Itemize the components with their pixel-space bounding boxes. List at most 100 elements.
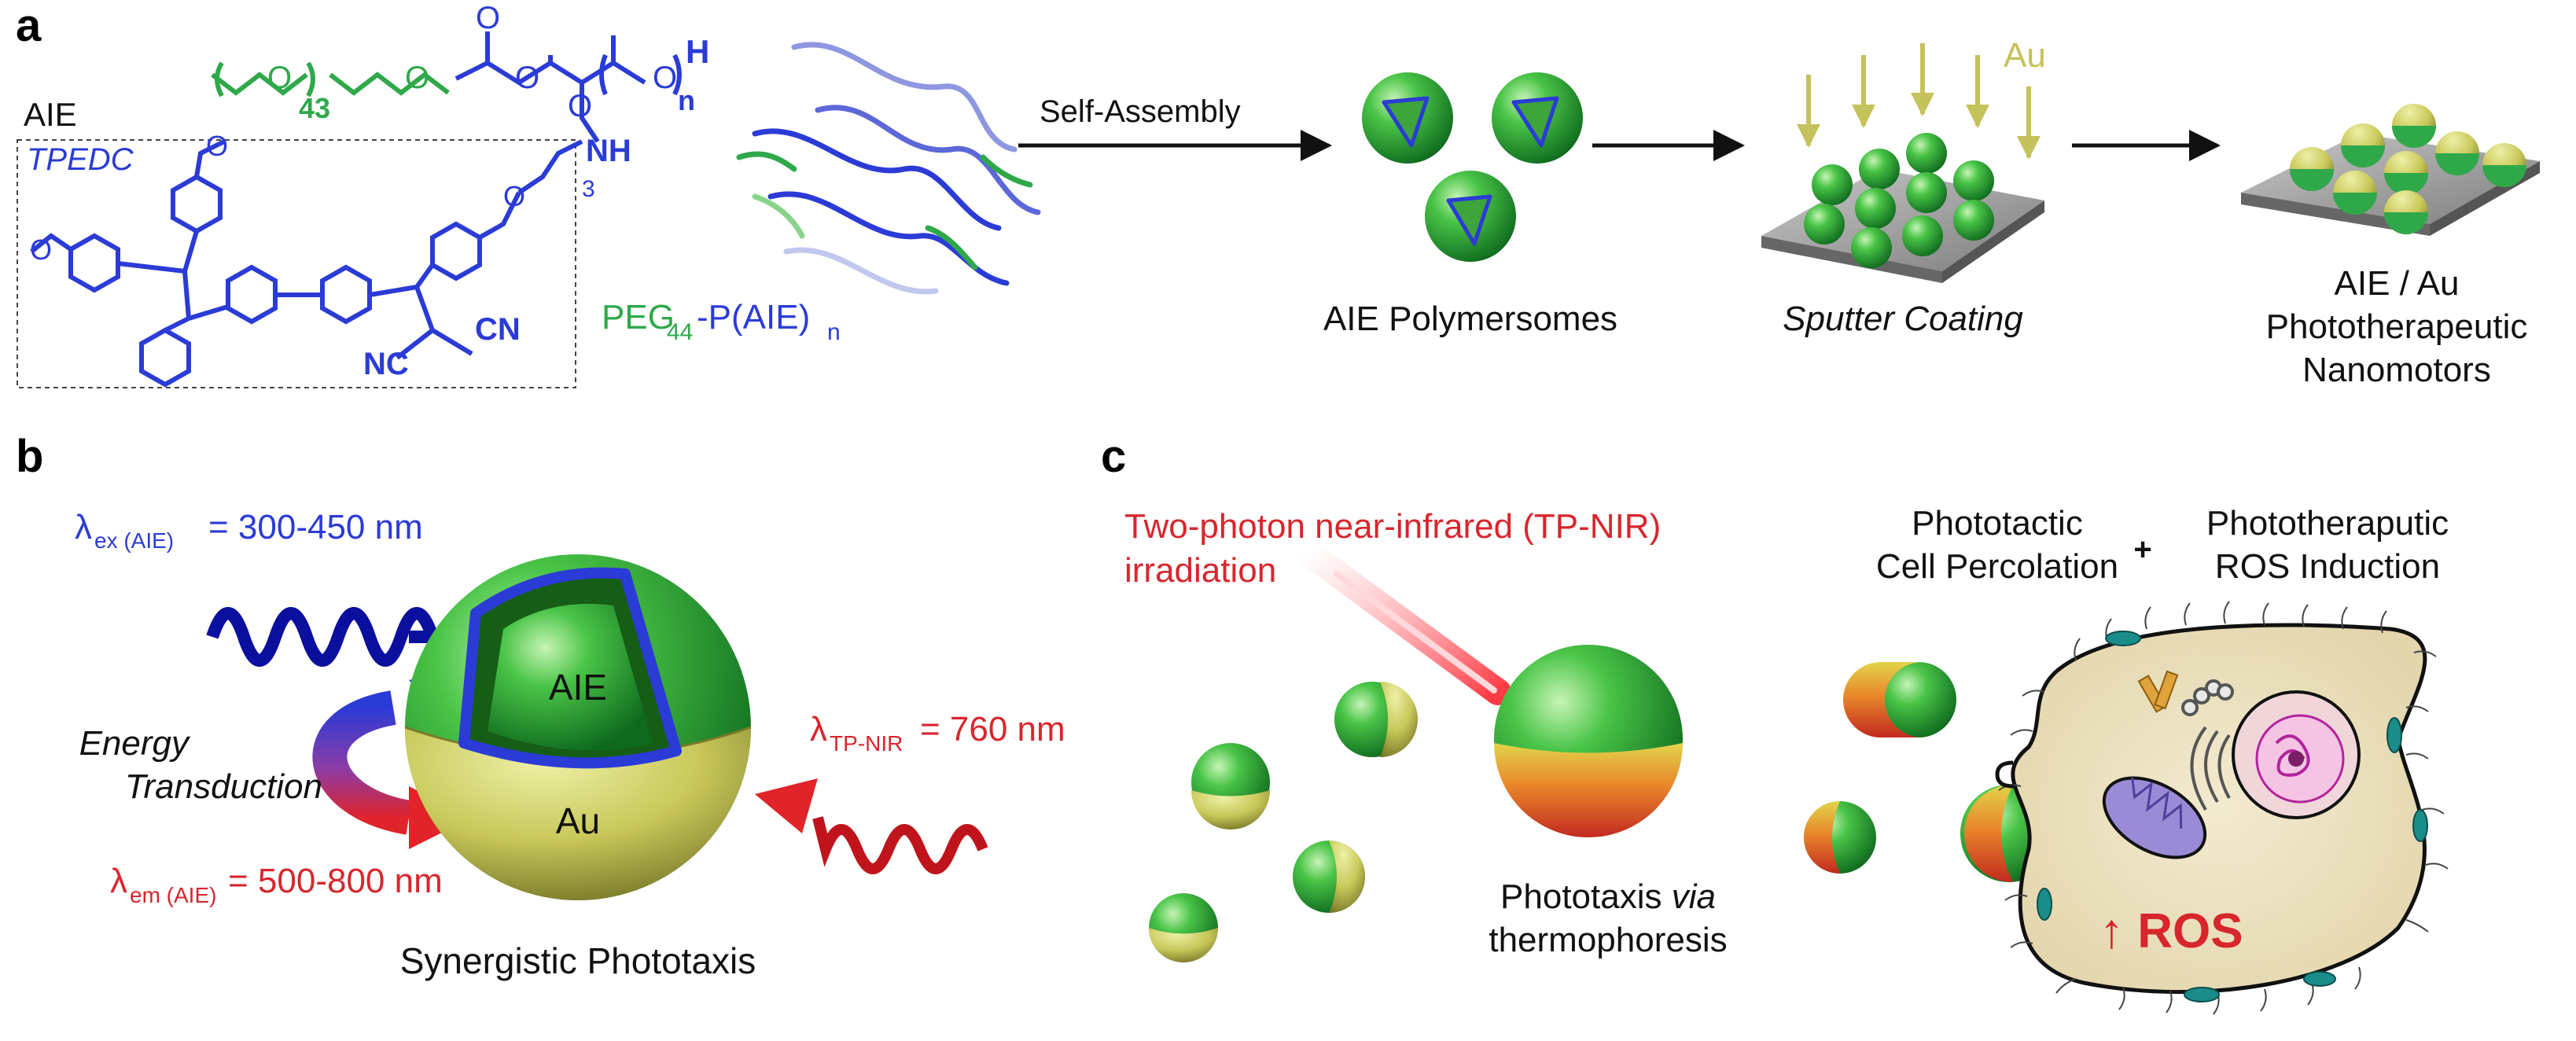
aie-core-inner (488, 604, 653, 751)
tpedc-label: TPEDC (27, 142, 134, 177)
amide-nh: NH (586, 134, 631, 168)
centriole (2137, 670, 2179, 713)
tp-nir-wavelength-label: λ TP-NIR = 760 nm (810, 710, 1065, 756)
irradiated-nanomotor (1494, 645, 1683, 837)
aie-monomer-box (17, 139, 576, 388)
panel-b-letter: b (16, 431, 43, 482)
energy-line-2: Transduction (125, 767, 322, 806)
laser-label-line-2: irradiation (1124, 551, 1276, 590)
sputter-spheres (1804, 133, 1994, 268)
tp-nir-wave (812, 816, 988, 874)
blue-repeat-n: n (678, 84, 695, 116)
svg-text:λ: λ (75, 508, 92, 546)
svg-text:λ: λ (810, 710, 827, 749)
aie-label: AIE (24, 96, 77, 133)
energy-transduction-arrow (312, 690, 413, 835)
au-arrows (1797, 43, 2041, 160)
energy-line-1: Energy (79, 724, 191, 763)
cyano-nc: NC (363, 347, 409, 381)
svg-text:ex (AIE): ex (AIE) (94, 528, 174, 553)
golgi-apparatus (2181, 679, 2234, 811)
au-label: Au (2004, 36, 2046, 75)
methoxy-o-left: O (30, 234, 52, 266)
janus-nanomotor (404, 554, 752, 900)
nanomotor-plate (2241, 104, 2540, 236)
amide-oxygen: O (568, 89, 592, 123)
tpedc-structure (30, 139, 583, 388)
peg-backbone (211, 61, 450, 97)
svg-text:= 300-450 nm: = 300-450 nm (208, 508, 423, 546)
percolation-line-1: Phototactic (1912, 504, 2083, 543)
svg-text:= 500-800 nm: = 500-800 nm (228, 862, 443, 900)
chain-oxygen: O (653, 61, 677, 95)
excitation-wave (206, 607, 442, 667)
target-cell (1995, 601, 2449, 1015)
ester-oxygen-2: O (515, 61, 539, 95)
panel-a: a O O 43 O O O H n O NH AIE TPED (16, 0, 2540, 389)
ros-label: ↑ ROS (2099, 904, 2243, 958)
nucleus (2232, 690, 2361, 819)
ex-wavelength-label: λ ex (AIE) = 300-450 nm (75, 508, 423, 553)
core-aie-label: AIE (549, 667, 607, 708)
polymersome-2-core (1511, 96, 1559, 148)
polymersome-1-core (1382, 96, 1430, 148)
plus-sign: + (2133, 532, 2151, 567)
ring-methoxy-top (171, 174, 223, 234)
nanomotors-line-2: Phototherapeutic (2266, 307, 2528, 346)
small-nanomotors (1149, 682, 1418, 962)
peg-polymer-label: PEG 44 -P(AIE) n (602, 298, 841, 345)
core-au-label: Au (556, 800, 600, 841)
peg-repeat-count: 43 (299, 92, 330, 124)
panel-b: b λ ex (AIE) = 300-450 nm Energy Transdu… (16, 431, 1065, 981)
mitochondrion (2102, 776, 2207, 859)
alkyl-repeat-3: 3 (582, 176, 595, 202)
chain-end-h: H (686, 33, 709, 70)
therapeutic-line-2: ROS Induction (2215, 547, 2440, 586)
nanomotors-line-1: AIE / Au (2335, 264, 2460, 303)
paie-subscript: n (827, 319, 841, 345)
nanomotors-line-3: Nanomotors (2302, 351, 2491, 389)
ring-phenyl-bottom (139, 327, 191, 388)
methoxy-o-top: O (206, 130, 228, 162)
phototaxis-line-1: Phototaxis via (1500, 877, 1716, 916)
svg-text:em (AIE): em (AIE) (130, 883, 216, 907)
panel-a-letter: a (16, 0, 42, 51)
methacrylate-backbone (454, 31, 682, 143)
ring-methoxy-left (68, 233, 120, 293)
nanomotor-spheres (2290, 104, 2526, 234)
peg-text: PEG (602, 298, 675, 337)
polymersomes (1362, 72, 1583, 262)
therapeutic-line-1: Phototheraputic (2206, 504, 2449, 543)
laser-label-line-1: Two-photon near-infrared (TP-NIR) (1124, 507, 1661, 546)
sputter-coating (1761, 43, 2044, 283)
cyano-cn: CN (475, 312, 521, 347)
polymersomes-label: AIE Polymersomes (1323, 300, 1617, 338)
panel-c-letter: c (1101, 431, 1126, 482)
nanomotor-gold-hemisphere (405, 727, 751, 900)
tp-nir-arrowhead (755, 778, 818, 833)
svg-text:λ: λ (110, 862, 127, 900)
svg-text:= 760 nm: = 760 nm (920, 710, 1065, 749)
membrane-proteins (2037, 631, 2428, 1002)
ether-o: O (503, 180, 525, 212)
ring-biphenyl-1 (226, 264, 278, 325)
ring-biphenyl-2 (320, 264, 372, 325)
polymer-chains (736, 42, 1041, 295)
percolation-line-2: Cell Percolation (1876, 547, 2118, 586)
paie-text: -P(AIE) (697, 298, 810, 337)
nanomotors-label: AIE / Au Phototherapeutic Nanomotors (2266, 264, 2528, 389)
peg-oxygen-2: O (405, 61, 429, 95)
peg-subscript: 44 (667, 319, 693, 345)
ester-oxygen: O (476, 1, 500, 35)
cell-microvilli (1998, 601, 2449, 1015)
svg-text:TP-NIR: TP-NIR (830, 731, 903, 756)
polymersome-3-core (1446, 194, 1492, 246)
em-wavelength-label: λ em (AIE) = 500-800 nm (110, 862, 443, 907)
membrane-invagination (1995, 760, 2014, 789)
ring-phenoxy (430, 221, 482, 281)
panel-c: c Two-photon near-infrared (TP-NIR) irra… (1101, 431, 2449, 1015)
self-assembly-label: Self-Assembly (1040, 94, 1241, 129)
phototaxis-line-2: thermophoresis (1489, 921, 1727, 959)
sputter-label: Sputter Coating (1783, 300, 2023, 338)
